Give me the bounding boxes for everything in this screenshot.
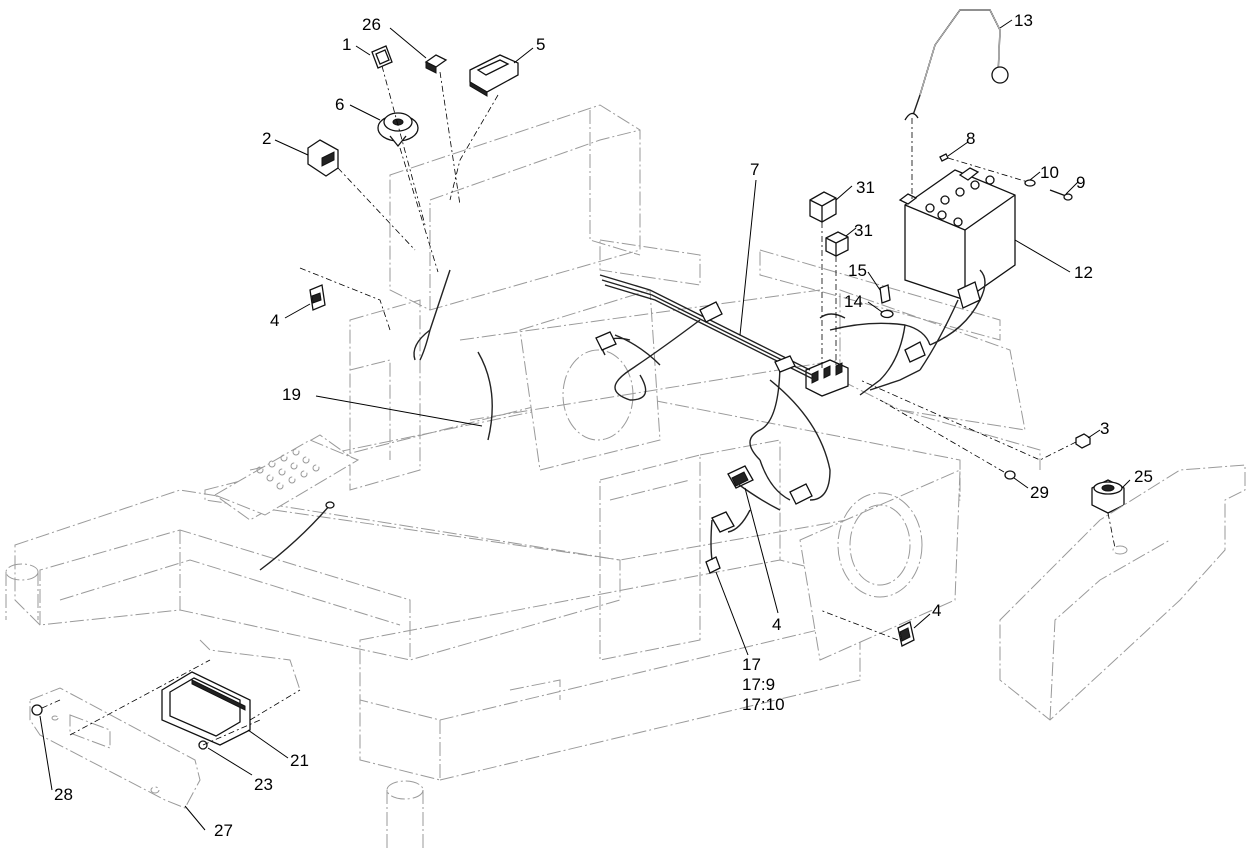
part-10-washer xyxy=(1024,179,1036,187)
part-4-plug-left xyxy=(309,284,326,311)
callout-31-b: 31 xyxy=(854,221,873,240)
callout-13: 13 xyxy=(1014,11,1033,30)
part-19-cable xyxy=(259,351,493,571)
part-9-bolt xyxy=(1049,189,1073,201)
callout-4-center: 4 xyxy=(772,615,781,634)
callout-12: 12 xyxy=(1074,263,1093,282)
callout-1: 1 xyxy=(342,35,351,54)
callout-31-a: 31 xyxy=(856,178,875,197)
callout-17: 17 xyxy=(742,655,761,674)
part-14-washer xyxy=(880,309,894,319)
callout-6: 6 xyxy=(335,95,344,114)
part-17-connector xyxy=(705,511,735,574)
part-12-battery xyxy=(898,167,1016,301)
part-4-plug-right xyxy=(897,621,915,647)
callout-4-left: 4 xyxy=(270,311,279,330)
callout-2: 2 xyxy=(262,129,271,148)
callout-8: 8 xyxy=(966,129,975,148)
callout-23: 23 xyxy=(254,775,273,794)
callout-19: 19 xyxy=(282,385,301,404)
part-31-relay-b xyxy=(825,231,849,257)
callout-3: 3 xyxy=(1100,419,1109,438)
part-13-hold-down-rod xyxy=(904,9,1009,121)
callout-17-9: 17:9 xyxy=(742,675,775,694)
chassis-frame xyxy=(5,104,1041,850)
callout-21: 21 xyxy=(290,751,309,770)
callout-26: 26 xyxy=(362,15,381,34)
callout-4-right: 4 xyxy=(932,601,941,620)
part-6-ignition-switch xyxy=(377,112,419,148)
part-4-plug-center xyxy=(727,465,754,489)
part-8-bolt xyxy=(939,153,949,162)
part-1-grommet xyxy=(371,45,393,69)
part-27-plate xyxy=(29,687,201,809)
part-29-nut xyxy=(1004,470,1016,480)
callout-17-10: 17:10 xyxy=(742,695,785,714)
part-21-light xyxy=(161,671,251,746)
part-2-switch xyxy=(307,139,339,177)
part-15-bolt xyxy=(879,284,891,304)
callout-5: 5 xyxy=(536,35,545,54)
fuse-block xyxy=(805,359,849,397)
callout-27: 27 xyxy=(214,821,233,840)
part-25-power-port xyxy=(1091,479,1125,514)
leader-lines xyxy=(39,19,1131,831)
callout-25: 25 xyxy=(1134,467,1153,486)
callout-28: 28 xyxy=(54,785,73,804)
callout-14: 14 xyxy=(844,292,863,311)
callout-29: 29 xyxy=(1030,483,1049,502)
part-5-meter xyxy=(469,54,519,97)
left-panel-holes xyxy=(256,448,320,490)
part-26-switch xyxy=(424,54,448,74)
right-cover-panel xyxy=(999,464,1246,721)
callout-9: 9 xyxy=(1076,173,1085,192)
callouts: 1 26 5 6 2 4 13 8 10 9 7 31 31 12 15 14 … xyxy=(54,11,1153,840)
callout-7: 7 xyxy=(750,160,759,179)
left-control-panel xyxy=(213,439,360,516)
part-3-nut xyxy=(1075,433,1091,449)
part-31-relay-a xyxy=(809,191,837,223)
part-28-screw xyxy=(31,704,43,716)
callout-15: 15 xyxy=(848,261,867,280)
callout-10: 10 xyxy=(1040,163,1059,182)
part-7-wire-harness xyxy=(413,269,986,561)
